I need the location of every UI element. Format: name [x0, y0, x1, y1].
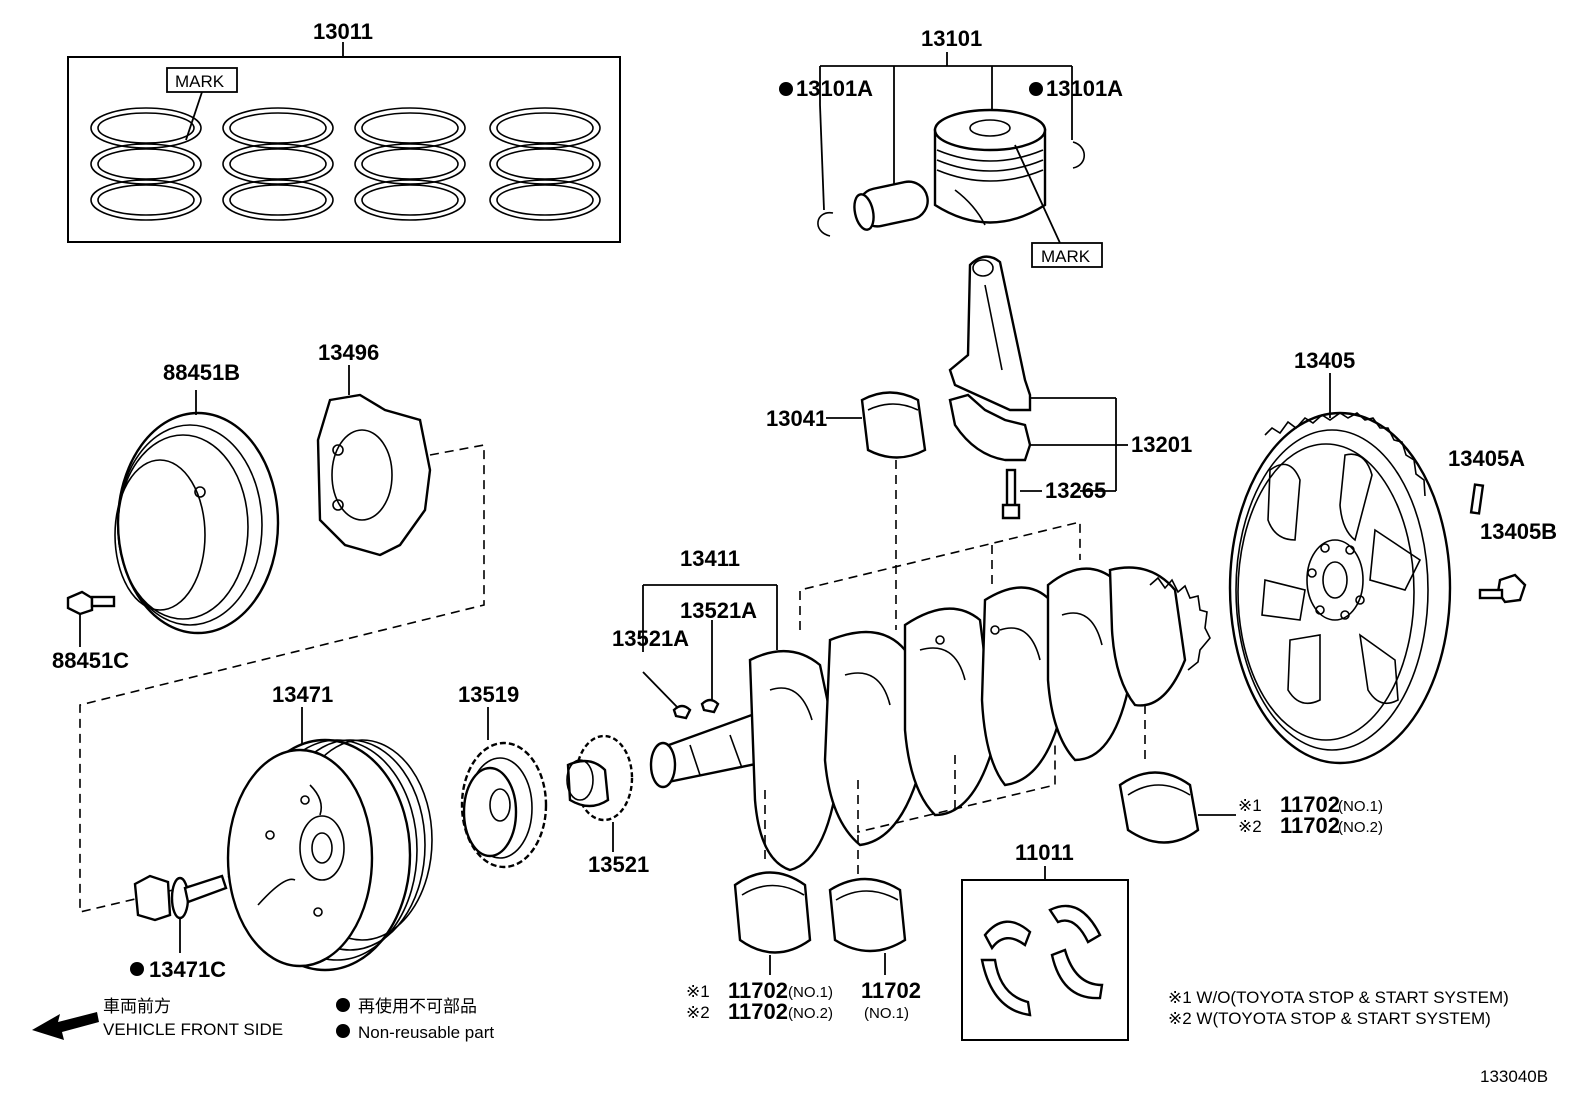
label-13521[interactable]: 13521 — [588, 852, 649, 877]
dashed-guide — [857, 740, 1056, 834]
crankshaft-timing-gear[interactable] — [460, 707, 548, 869]
crankshaft-timing-sprocket[interactable] — [566, 734, 634, 852]
nonreusable-dot-icon — [130, 962, 144, 976]
label-88451b[interactable]: 88451B — [163, 360, 240, 385]
note-2: ※2 W(TOYOTA STOP & START SYSTEM) — [1168, 1009, 1491, 1028]
bullet-icon — [336, 998, 350, 1012]
label-13496[interactable]: 13496 — [318, 340, 379, 365]
label-13101a-right[interactable]: 13101A — [1046, 76, 1123, 101]
mark-label-rings: MARK — [175, 72, 225, 91]
label-13011[interactable]: 13011 — [313, 19, 373, 44]
vehicle-front-arrow-icon — [32, 1012, 99, 1040]
label-13201[interactable]: 13201 — [1131, 432, 1192, 457]
crankshaft[interactable] — [642, 566, 1211, 872]
drive-plate[interactable] — [1228, 373, 1452, 765]
label-11011[interactable]: 11011 — [1015, 840, 1074, 865]
label-13405b[interactable]: 13405B — [1480, 519, 1557, 544]
main-bearing-right[interactable] — [1118, 771, 1236, 844]
label-11702-bottom-center-suffix: (NO.1) — [864, 1005, 909, 1022]
label-13265[interactable]: 13265 — [1045, 478, 1106, 503]
vehicle-front-en: VEHICLE FRONT SIDE — [103, 1020, 283, 1039]
label-13471[interactable]: 13471 — [272, 682, 333, 707]
nonreusable-jp: 再使用不可部品 — [358, 996, 477, 1016]
label-13471c[interactable]: 13471C — [149, 957, 226, 982]
label-13041[interactable]: 13041 — [766, 406, 827, 431]
label-11702-right-2[interactable]: 11702 — [1280, 813, 1340, 838]
label-13101[interactable]: 13101 — [921, 26, 982, 51]
label-11702-bottom-2[interactable]: 11702 — [728, 999, 788, 1024]
note-1: ※1 W/O(TOYOTA STOP & START SYSTEM) — [1168, 988, 1509, 1007]
label-13521a-upper[interactable]: 13521A — [680, 598, 757, 623]
pulley-bolt[interactable] — [66, 590, 116, 647]
bullet-icon — [336, 1024, 350, 1038]
crankshaft-damper-pulley[interactable] — [226, 707, 433, 972]
note-mark-1: ※1 — [1238, 796, 1262, 815]
rod-bearing[interactable] — [826, 391, 927, 459]
thrust-washer-set[interactable] — [961, 866, 1129, 1041]
drive-plate-bolt[interactable] — [1478, 573, 1527, 604]
label-13521a-lower[interactable]: 13521A — [612, 626, 689, 651]
connecting-rod[interactable] — [948, 255, 1128, 520]
vehicle-front-jp: 車両前方 — [103, 997, 171, 1016]
note-mark-1: ※1 — [686, 982, 710, 1001]
label-13411[interactable]: 13411 — [680, 546, 740, 571]
crankshaft-plate[interactable] — [316, 365, 432, 557]
diagram-id: 133040B — [1480, 1067, 1548, 1086]
nonreusable-dot-icon — [779, 82, 793, 96]
note-mark-2: ※2 — [1238, 817, 1262, 836]
knock-pin[interactable] — [1469, 483, 1485, 515]
label-13405a[interactable]: 13405A — [1448, 446, 1525, 471]
label-13519[interactable]: 13519 — [458, 682, 519, 707]
label-11702-right-1-suffix: (NO.1) — [1338, 798, 1383, 815]
piston-ring-set[interactable] — [67, 42, 621, 243]
label-11702-bottom-center[interactable]: 11702 — [861, 978, 921, 1003]
note-mark-2: ※2 — [686, 1003, 710, 1022]
label-11702-bottom-2-suffix: (NO.2) — [788, 1005, 833, 1022]
damper-bolt[interactable] — [133, 874, 228, 953]
nonreusable-en: Non-reusable part — [358, 1023, 494, 1042]
dashed-guide — [79, 444, 485, 914]
mark-label-piston: MARK — [1041, 247, 1091, 266]
label-11702-bottom-1[interactable]: 11702 — [728, 978, 788, 1003]
nonreusable-dot-icon — [1029, 82, 1043, 96]
label-88451c[interactable]: 88451C — [52, 648, 129, 673]
piston-assembly[interactable] — [817, 52, 1103, 268]
crankshaft-pulley[interactable] — [114, 390, 280, 635]
label-11702-bottom-1-suffix: (NO.1) — [788, 984, 833, 1001]
label-13101a-left[interactable]: 13101A — [796, 76, 873, 101]
main-bearing-bottom-center[interactable] — [828, 877, 907, 975]
dashed-guide — [799, 520, 1081, 630]
main-bearing-bottom-left[interactable] — [733, 871, 812, 976]
label-13405[interactable]: 13405 — [1294, 348, 1355, 373]
label-11702-right-1[interactable]: 11702 — [1280, 792, 1340, 817]
label-11702-right-2-suffix: (NO.2) — [1338, 819, 1383, 836]
